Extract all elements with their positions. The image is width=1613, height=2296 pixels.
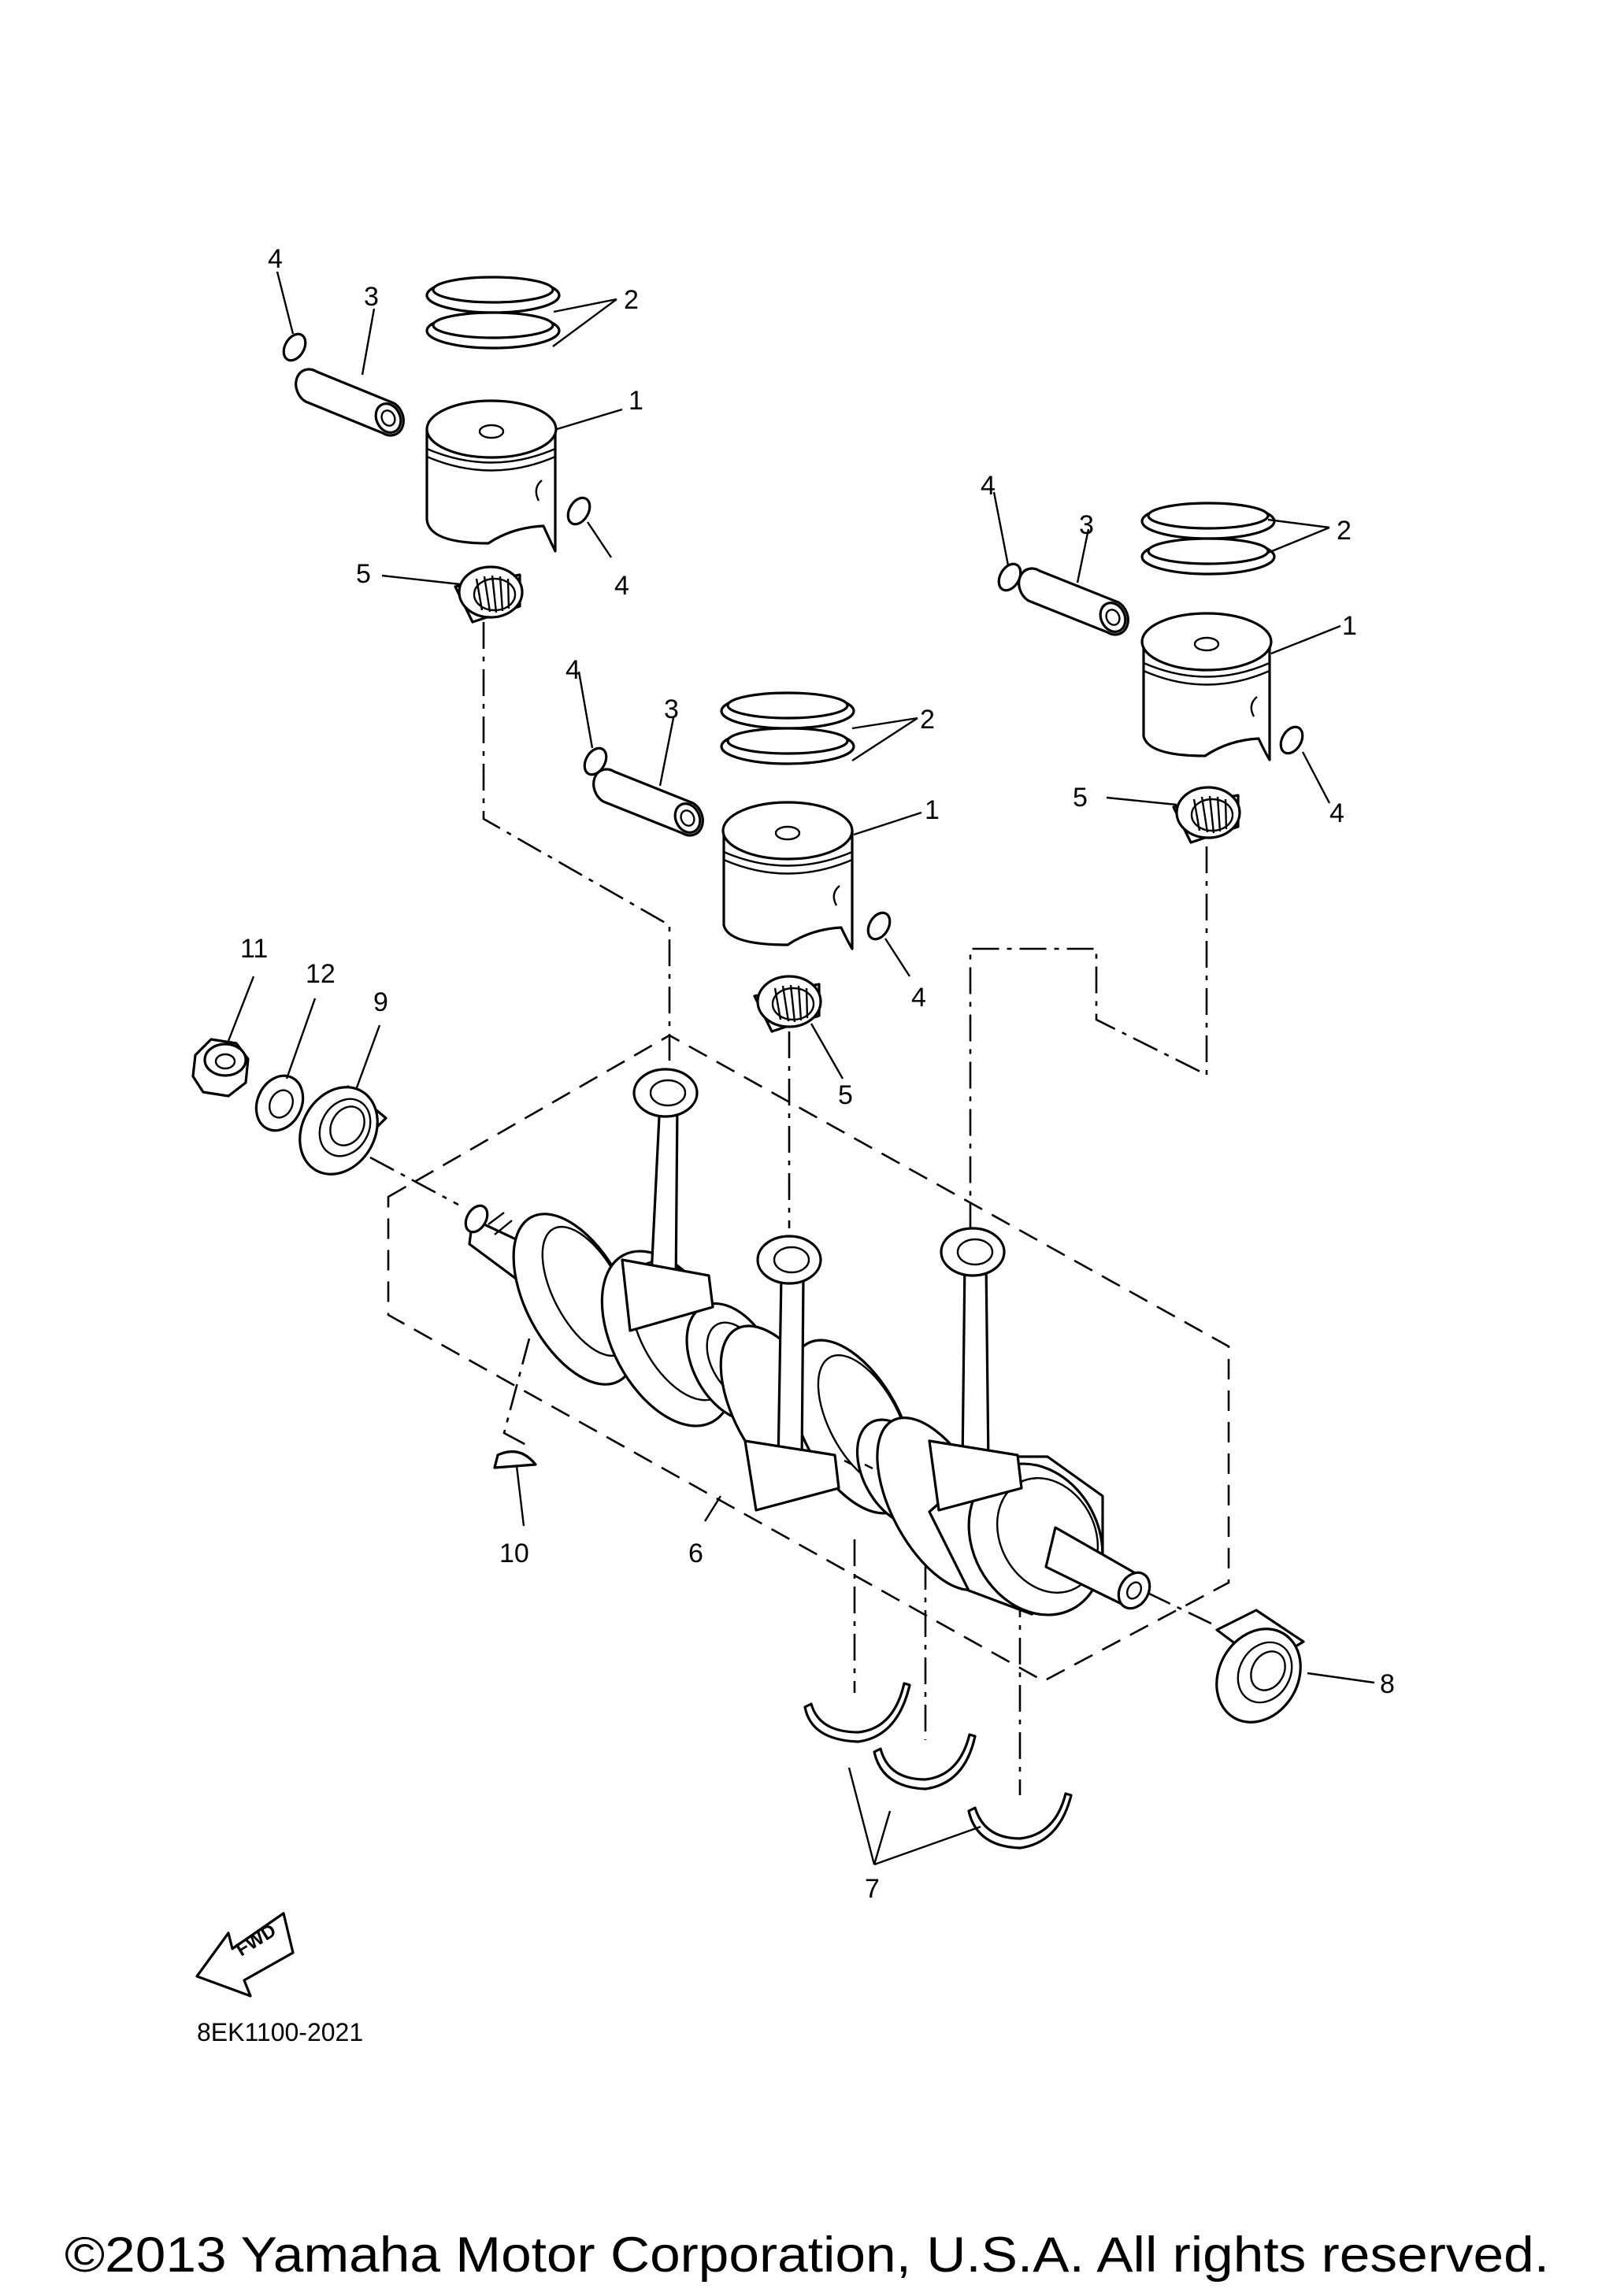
- needle-bearing: [1172, 786, 1241, 844]
- piston-rings: [720, 691, 855, 765]
- callout-3: 3: [364, 282, 379, 312]
- connecting-rod: [743, 1235, 840, 1512]
- callout-5: 5: [356, 559, 371, 589]
- callout-3: 3: [664, 694, 679, 724]
- callout-12: 12: [306, 959, 336, 989]
- callout-3: 3: [1079, 510, 1094, 540]
- circlip: [866, 911, 892, 941]
- circlip: [583, 746, 608, 776]
- callout-4: 4: [981, 471, 996, 501]
- callout-5: 5: [838, 1080, 853, 1110]
- main-bearing-halves: [803, 1682, 1073, 1850]
- callout-1: 1: [629, 386, 643, 416]
- piston: [721, 801, 854, 950]
- callout-8: 8: [1380, 1669, 1395, 1699]
- assembly-enclosure: [387, 1034, 1230, 1683]
- piston-pin: [295, 368, 405, 437]
- callout-4: 4: [614, 571, 629, 601]
- callout-1: 1: [925, 795, 940, 825]
- piston-rings: [1140, 502, 1276, 576]
- connecting-rod: [928, 1227, 1023, 1512]
- nut: [191, 1038, 250, 1098]
- callout-11: 11: [240, 934, 268, 964]
- connecting-rod: [621, 1068, 714, 1332]
- callout-4: 4: [911, 983, 926, 1013]
- callout-5: 5: [1073, 783, 1088, 813]
- fwd-arrow-icon: FWD: [195, 1912, 295, 1998]
- piston-pin: [592, 768, 704, 837]
- callout-6: 6: [688, 1539, 703, 1568]
- callout-10: 10: [499, 1539, 529, 1568]
- callout-7: 7: [865, 1874, 880, 1904]
- oil-seal-right: [1215, 1609, 1305, 1724]
- piston: [1140, 612, 1273, 761]
- circlip: [566, 496, 591, 526]
- callout-2: 2: [920, 705, 935, 735]
- alignment-lines: [369, 622, 1212, 1795]
- needle-bearing: [454, 565, 524, 624]
- circlip: [997, 562, 1022, 592]
- callout-4: 4: [565, 655, 580, 685]
- washer: [254, 1074, 305, 1132]
- piston-pin: [1018, 567, 1129, 636]
- woodruff-key: [493, 1450, 537, 1469]
- callout-2: 2: [1337, 516, 1352, 546]
- piston-assembly-a: 4 3 2 1 4 5: [268, 244, 643, 624]
- drawing-code: 8EK1100-2021: [197, 2018, 363, 2046]
- piston-assembly-c: 4 3 2 1 4 5: [981, 471, 1357, 844]
- callout-4: 4: [268, 244, 283, 274]
- piston: [425, 399, 558, 553]
- callout-1: 1: [1342, 611, 1357, 641]
- needle-bearing: [753, 975, 822, 1033]
- oil-seal-left: [298, 1085, 387, 1176]
- circlip: [1279, 725, 1304, 755]
- callout-9: 9: [373, 987, 388, 1017]
- piston-rings: [425, 276, 561, 350]
- copyright-notice: ©2013 Yamaha Motor Corporation, U.S.A. A…: [65, 2227, 1549, 2283]
- circlip: [282, 332, 307, 362]
- piston-assembly-b: 4 3 2 1 4 5: [565, 655, 940, 1110]
- callout-4: 4: [1329, 798, 1344, 828]
- callout-2: 2: [624, 285, 639, 315]
